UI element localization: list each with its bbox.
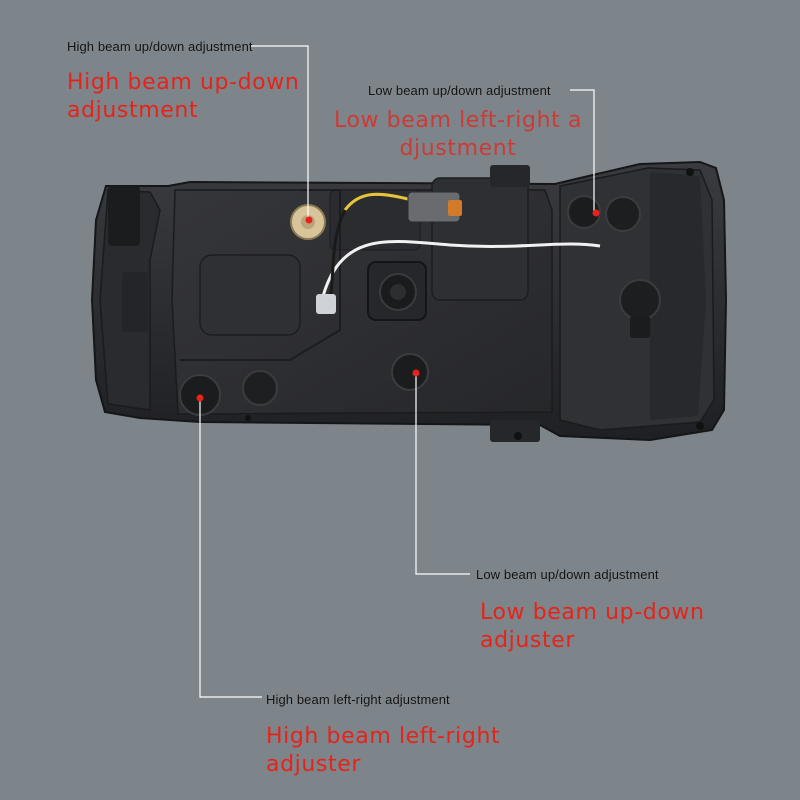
marker-low-beam-leftright [592,209,600,217]
caption-line: Low beam up-down [480,600,705,625]
caption-low-beam-updown: Low beam up-down adjuster [480,599,705,655]
headlamp-housing [90,160,728,442]
caption-line: djustment [399,136,517,161]
low-beam-leftright-knob [567,195,641,232]
caption-line: High beam up-down [67,70,300,95]
adjustment-markers [196,209,600,402]
low-beam-updown-knob [391,353,429,391]
caption-line: adjustment [67,98,199,123]
marker-high-beam-leftright [196,394,204,402]
caption-line: High beam left-right [266,724,501,749]
caption-high-beam-updown: High beam up-down adjustment [67,69,299,125]
label-high-beam-leftright: High beam left-right adjustment [266,692,450,707]
caption-high-beam-leftright: High beam left-right adjuster [266,723,500,779]
label-low-beam-updown-top: Low beam up/down adjustment [368,83,551,98]
caption-line: Low beam left-right a [333,108,583,133]
callout-lines [199,45,595,698]
wiring-harness [316,191,601,314]
marker-high-beam-updown [305,216,313,224]
label-low-beam-updown: Low beam up/down adjustment [476,567,659,582]
label-high-beam-updown: High beam up/down adjustment [67,39,253,54]
bulb-socket [619,279,661,338]
caption-line: adjuster [266,752,361,777]
caption-line: adjuster [480,628,575,653]
caption-low-beam-leftright: Low beam left-right a djustment [318,107,598,163]
main-connector [367,261,427,321]
marker-low-beam-updown [412,369,420,377]
